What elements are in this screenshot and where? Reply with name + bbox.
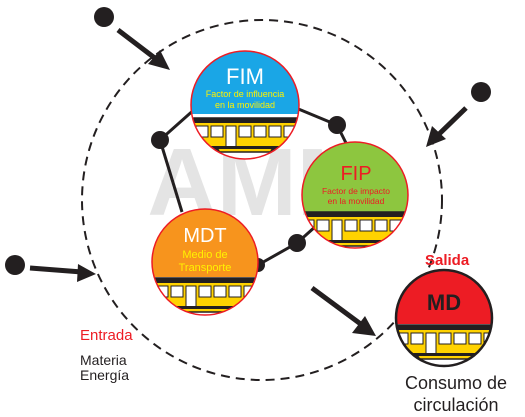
fip-line1: Factor de impacto — [322, 186, 390, 196]
fim-line2: en la movilidad — [215, 100, 275, 110]
mdt-line2: Transporte — [179, 262, 232, 274]
system-boundary — [81, 19, 443, 381]
fip-node: FIP Factor de impacto en la movilidad — [301, 141, 409, 249]
md-abbr: MD — [427, 290, 461, 315]
fim-node: FIM Factor de influencia en la movilidad — [190, 50, 300, 160]
fim-abbr: FIM — [226, 64, 264, 89]
arrow-icon — [77, 264, 96, 282]
consumo-line2: circulación — [413, 395, 498, 415]
salida-label: Salida — [425, 252, 470, 269]
fip-line2: en la movilidad — [328, 196, 385, 206]
input-arrows — [5, 7, 491, 282]
node-dot — [288, 234, 306, 252]
output-arrow — [310, 285, 376, 336]
fip-abbr: FIP — [340, 163, 371, 185]
input-dot — [94, 7, 114, 27]
energia-label: Energía — [80, 367, 129, 383]
materia-label: Materia — [80, 352, 127, 368]
mdt-node: MDT Medio de Transporte — [151, 208, 259, 316]
arrow-icon — [426, 126, 446, 147]
input-dot — [5, 255, 25, 275]
consumo-line1: Consumo de — [405, 373, 507, 393]
connector-nodes — [151, 116, 346, 272]
entrada-label: Entrada — [80, 327, 133, 344]
mdt-abbr: MDT — [183, 225, 226, 247]
fim-line1: Factor de influencia — [206, 89, 285, 99]
md-node: MD — [394, 268, 494, 368]
input-dot — [471, 82, 491, 102]
arrow-icon — [352, 316, 376, 336]
node-dot — [151, 131, 169, 149]
node-dot — [328, 116, 346, 134]
mdt-line1: Medio de — [182, 249, 227, 261]
arrow-icon — [148, 50, 170, 70]
